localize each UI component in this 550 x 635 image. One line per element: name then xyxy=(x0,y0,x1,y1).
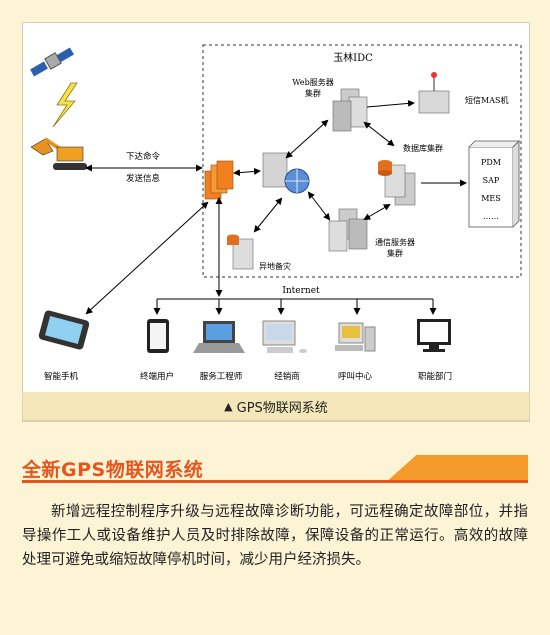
comm-server-label-2: 集群 xyxy=(387,248,403,258)
message-label: 发送信息 xyxy=(126,173,161,184)
backup-label: 异地备灾 xyxy=(259,261,291,271)
web-server-label-2: 集群 xyxy=(305,88,321,98)
client-callcenter-label: 呼叫中心 xyxy=(338,371,373,382)
backup-icon xyxy=(227,234,254,270)
section-title: 全新GPS物联网系统 xyxy=(22,459,204,481)
system-mes: MES xyxy=(481,194,501,203)
wireless-signal-icon xyxy=(52,82,78,128)
comm-server-label: 通信服务器 xyxy=(375,237,415,247)
idc-boundary xyxy=(202,44,522,278)
smartphone-icon xyxy=(38,310,90,350)
monitor-icon xyxy=(417,319,451,352)
system-sap: SAP xyxy=(483,176,500,185)
core-server-icon xyxy=(262,152,310,194)
client-dept-label: 职能部门 xyxy=(418,371,452,382)
db-cluster-label: 数据库集群 xyxy=(403,143,443,153)
client-dealer-label: 经销商 xyxy=(274,371,300,382)
comm-server-icon xyxy=(328,208,368,252)
gps-iot-diagram: 玉林IDC 下达命令 发送信息 xyxy=(30,44,522,382)
cluster-title: 玉林IDC xyxy=(333,51,373,64)
excavator-icon xyxy=(30,137,87,170)
firewall-icon xyxy=(204,160,234,200)
web-server-label: Web服务器 xyxy=(292,77,333,87)
desktop-icon xyxy=(262,320,307,353)
command-label: 下达命令 xyxy=(126,151,161,162)
satellite-icon xyxy=(30,47,74,77)
database-icon xyxy=(378,160,416,206)
web-server-icon xyxy=(332,88,368,132)
section-body: 新增远程控制程序升级与远程故障诊断功能，可远程确定故障部位，并指导操作工人或设备… xyxy=(22,504,528,568)
internet-label: Internet xyxy=(282,286,320,296)
client-terminal-label: 终端用户 xyxy=(140,371,174,382)
sms-gateway-icon xyxy=(418,72,450,114)
figure-caption: ▲ GPS物联网系统 xyxy=(22,392,530,421)
system-pdm: PDM xyxy=(481,158,501,167)
laptop-icon xyxy=(193,321,245,353)
title-rule xyxy=(22,480,528,483)
triangle-icon: ▲ xyxy=(224,399,233,413)
enterprise-systems-panel xyxy=(468,140,520,228)
diagram-panel: 玉林IDC 下达命令 发送信息 xyxy=(22,22,530,422)
title-wedge-decoration xyxy=(385,455,528,483)
client-engineer-label: 服务工程师 xyxy=(200,371,243,382)
sms-gateway-label: 短信MAS机 xyxy=(465,95,508,105)
caption-text: GPS物联网系统 xyxy=(236,400,328,416)
client-smartphone-label: 智能手机 xyxy=(44,371,79,382)
system-more: …… xyxy=(483,212,499,221)
tablet-icon xyxy=(147,319,169,353)
call-center-icon xyxy=(335,322,376,352)
